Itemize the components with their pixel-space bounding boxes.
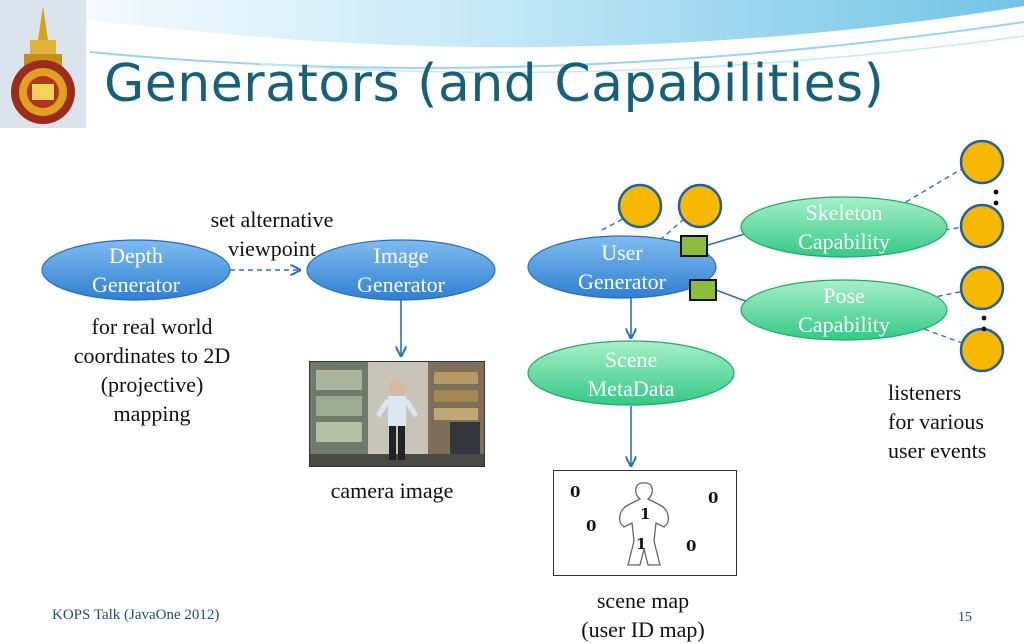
user-to-skeleton-connector [707,232,749,246]
camera-image-label: camera image [330,478,454,503]
skeleton-listener-arrow-1 [905,164,970,203]
ellipsis-dot [981,315,987,321]
listener-circle [959,327,1005,373]
listener-circle [959,139,1005,185]
depth-generator-label: Depth Generator [92,243,180,297]
scene-metadata-oval [527,340,735,406]
pose-capability-oval [740,279,948,341]
user-generator-label: User Generator [578,240,666,294]
scene-metadata-label: Scene MetaData [587,347,675,401]
scene-map-value: 1 [640,505,651,523]
scene-map-label: scene map (user ID map) [581,588,705,642]
image-generator-label: Image Generator [357,243,445,297]
slide-title: Generators (and Capabilities) [104,54,885,114]
ellipsis-dot [993,189,999,195]
scene-map: 0 0 0 1 1 0 [553,470,737,576]
scene-map-value: 0 [570,483,581,501]
scene-map-value: 1 [636,535,647,553]
user-to-pose-connector [715,289,749,303]
listener-circle [959,265,1005,311]
alt-viewpoint-label: set alternative viewpoint [210,207,334,261]
scene-map-value: 0 [586,517,597,535]
ellipsis-dot [981,326,987,332]
depth-note-label: for real world coordinates to 2D (projec… [73,314,231,426]
listeners-label: listeners for various user events [888,380,987,463]
depth-generator-oval [41,239,231,301]
skeleton-capability-oval [740,196,948,258]
listener-circle [677,183,723,229]
pose-capability-label: Pose Capability [798,283,890,337]
listener-circle [617,183,663,229]
user-listener-arrow-2 [659,212,692,241]
camera-image [309,361,485,467]
footer-text: KOPS Talk (JavaOne 2012) [52,607,220,623]
user-listener-arrow-1 [601,212,636,231]
user-generator-oval [527,235,717,299]
ellipsis-dot [993,200,999,206]
scene-map-value: 0 [686,537,697,555]
royal-emblem-icon [0,0,86,128]
scene-map-value: 0 [708,489,719,507]
capability-square [689,279,717,301]
skeleton-capability-label: Skeleton Capability [798,200,890,254]
image-generator-oval [306,239,496,301]
logo [0,0,86,128]
page-number: 15 [958,610,972,625]
header-wave-decoration [0,0,1024,74]
listener-circle [959,203,1005,249]
capability-square [680,235,708,257]
